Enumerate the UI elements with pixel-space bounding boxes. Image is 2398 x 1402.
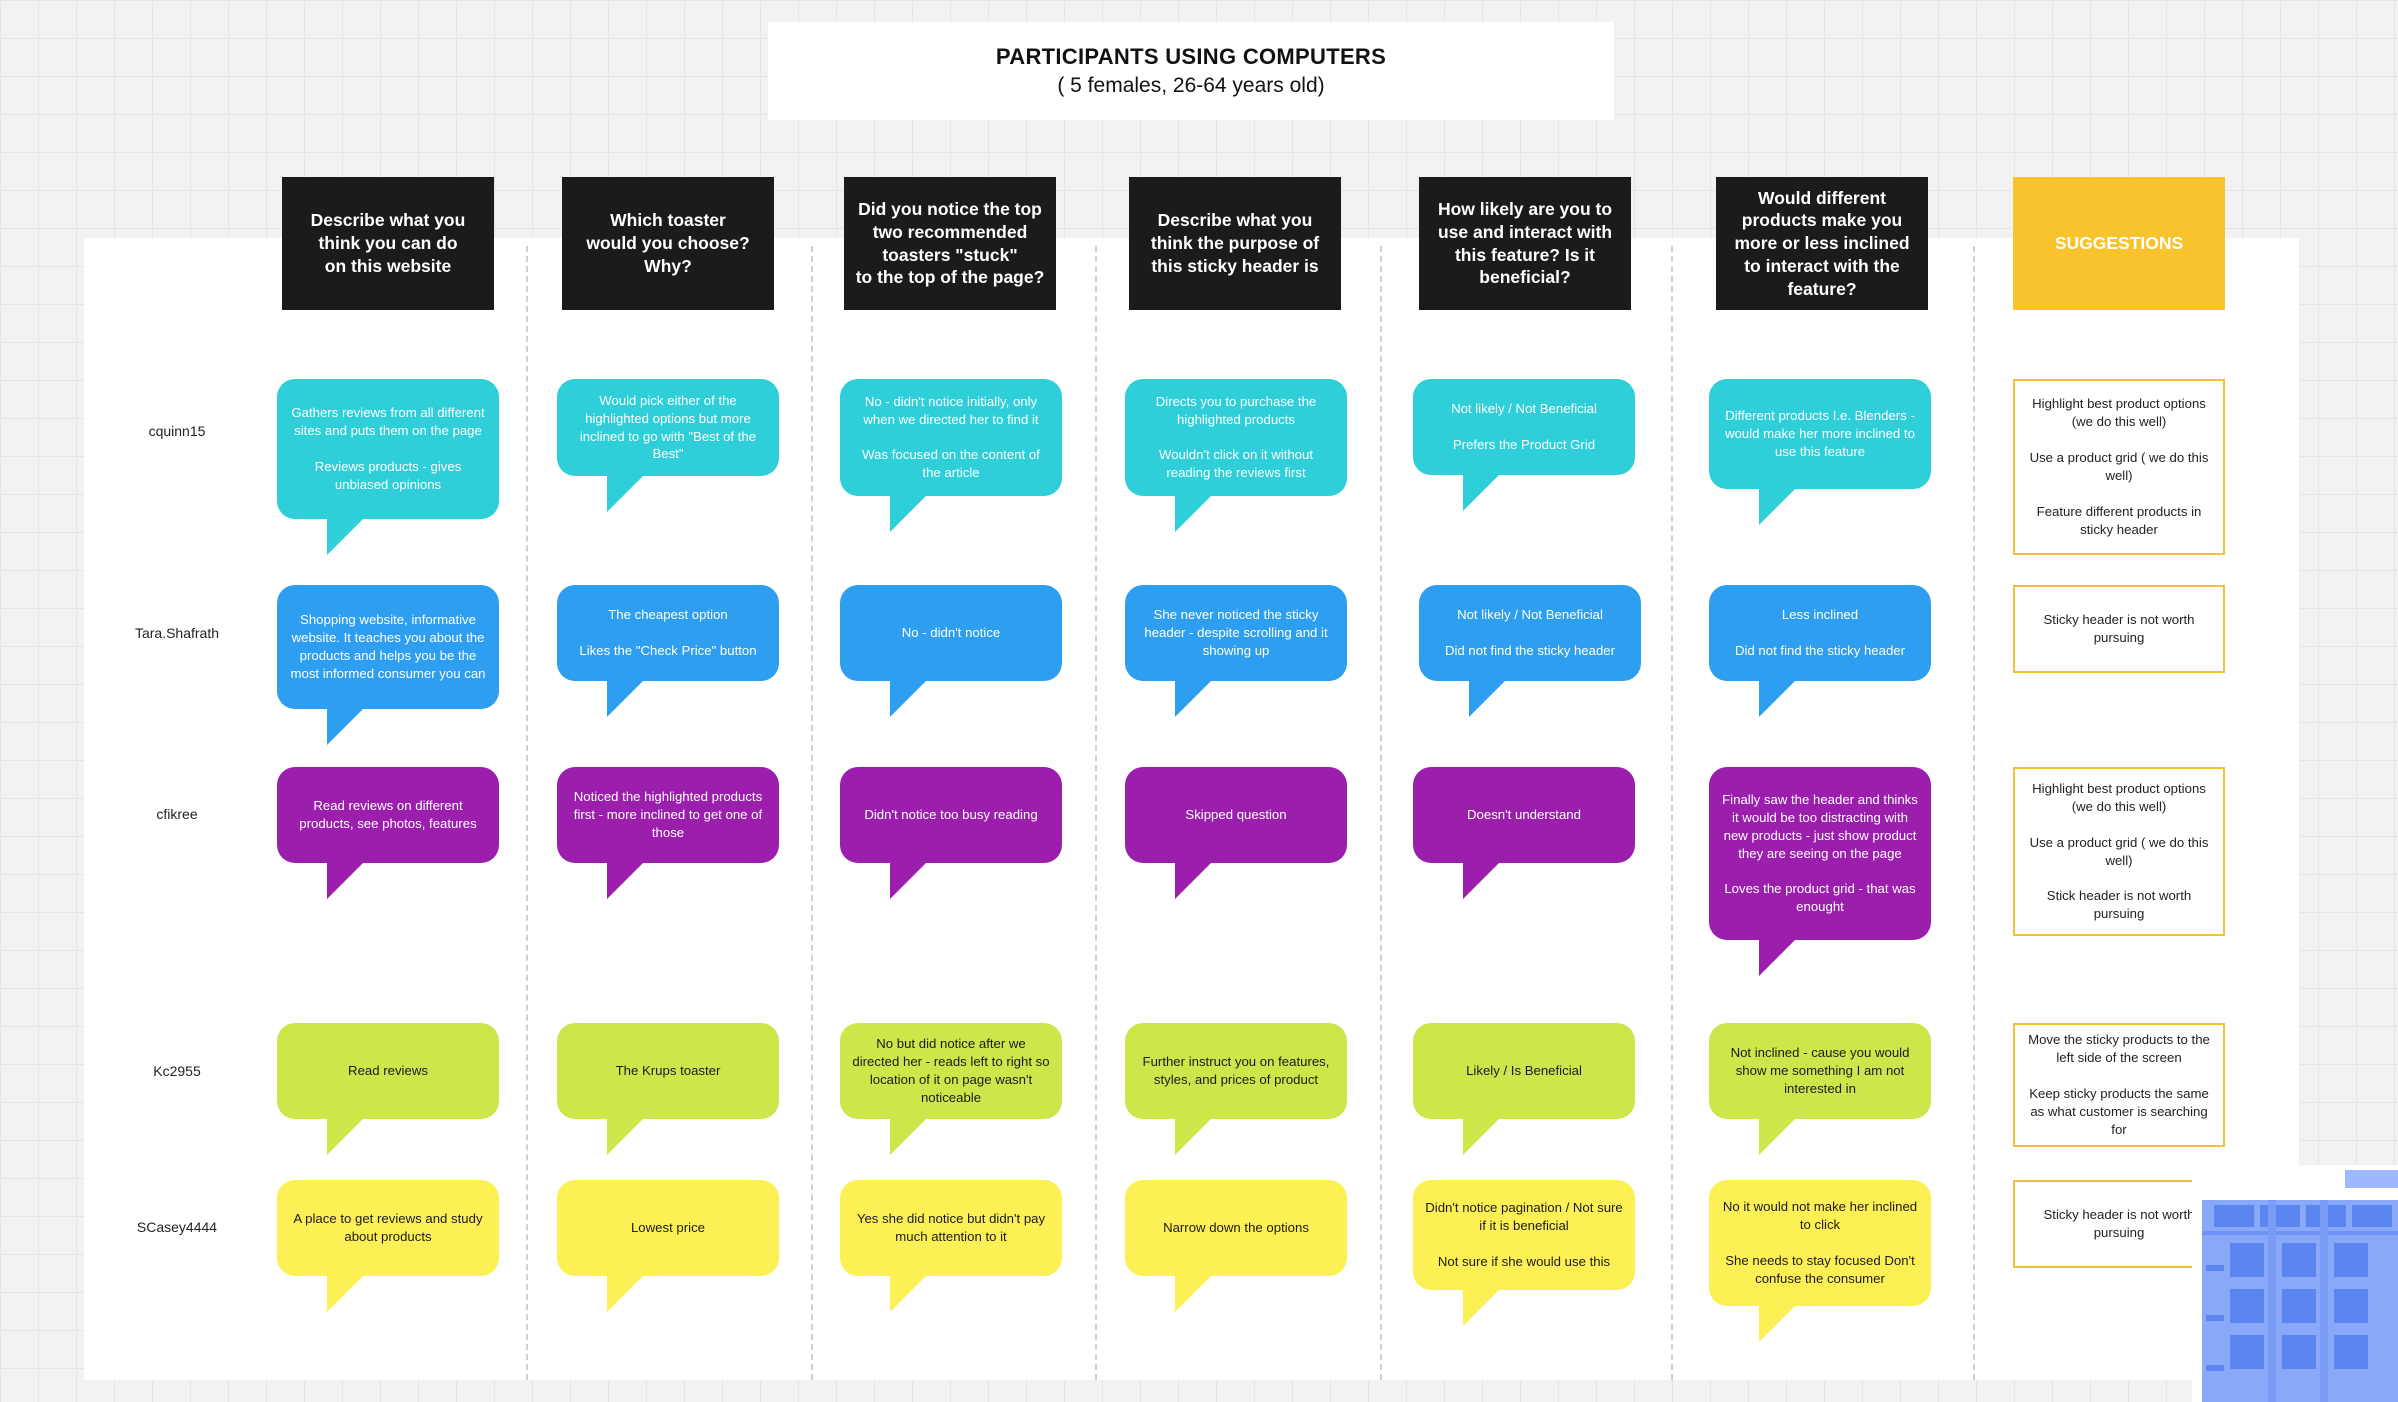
suggestion-note[interactable]: Highlight best product options (we do th… [2013,379,2225,555]
suggestion-note[interactable]: Sticky header is not worth pursuing [2013,585,2225,673]
column-divider [1973,246,1975,1380]
column-divider [526,246,528,1380]
participant-label: SCasey4444 [136,1219,218,1235]
question-header-describe-website[interactable]: Describe what you think you can do on th… [282,177,494,310]
response-bubble[interactable]: A place to get reviews and study about p… [277,1180,499,1312]
column-divider [1671,246,1673,1380]
response-bubble[interactable]: Finally saw the header and thinks it wou… [1709,767,1931,976]
response-bubble[interactable]: Yes she did notice but didn't pay much a… [840,1180,1062,1312]
response-bubble[interactable]: The Krups toaster [557,1023,779,1155]
response-bubble[interactable]: Gathers reviews from all different sites… [277,379,499,555]
response-bubble[interactable]: No - didn't notice initially, only when … [840,379,1062,532]
response-bubble[interactable]: Different products I.e. Blenders - would… [1709,379,1931,525]
suggestions-header[interactable]: SUGGESTIONS [2013,177,2225,310]
response-bubble[interactable]: Directs you to purchase the highlighted … [1125,379,1347,532]
column-divider [1380,246,1382,1380]
column-divider [1095,246,1097,1380]
response-bubble[interactable]: Would pick either of the highlighted opt… [557,379,779,512]
response-bubble[interactable]: The cheapest option Likes the "Check Pri… [557,585,779,717]
participant-label: cfikree [156,806,198,822]
suggestion-note[interactable]: Sticky header is not worth pursuing [2013,1180,2225,1268]
response-bubble[interactable]: No - didn't notice [840,585,1062,717]
response-bubble[interactable]: Not likely / Not Beneficial Prefers the … [1413,379,1635,511]
response-bubble[interactable]: Didn't notice too busy reading [840,767,1062,899]
response-bubble[interactable]: Read reviews on different products, see … [277,767,499,899]
response-bubble[interactable]: Likely / Is Beneficial [1413,1023,1635,1155]
response-bubble[interactable]: Not likely / Not Beneficial Did not find… [1419,585,1641,717]
question-header-likely-interact[interactable]: How likely are you to use and interact w… [1419,177,1631,310]
response-bubble[interactable]: Less inclined Did not find the sticky he… [1709,585,1931,717]
response-bubble[interactable]: Skipped question [1125,767,1347,899]
response-bubble[interactable]: Didn't notice pagination / Not sure if i… [1413,1180,1635,1326]
response-bubble[interactable]: Not inclined - cause you would show me s… [1709,1023,1931,1155]
question-header-which-toaster[interactable]: Which toaster would you choose? Why? [562,177,774,310]
response-bubble[interactable]: Lowest price [557,1180,779,1312]
board-subtitle: ( 5 females, 26-64 years old) [1057,74,1325,97]
response-bubble[interactable]: Noticed the highlighted products first -… [557,767,779,899]
participant-label: Kc2955 [153,1063,201,1079]
board-title: PARTICIPANTS USING COMPUTERS [995,44,1387,69]
building-illustration [2192,1165,2398,1402]
response-bubble[interactable]: Further instruct you on features, styles… [1125,1023,1347,1155]
response-bubble[interactable]: No it would not make her inclined to cli… [1709,1180,1931,1342]
question-header-sticky-purpose[interactable]: Describe what you think the purpose of t… [1129,177,1341,310]
response-bubble[interactable]: She never noticed the sticky header - de… [1125,585,1347,717]
suggestion-note[interactable]: Move the sticky products to the left sid… [2013,1023,2225,1147]
response-bubble[interactable]: Doesn't understand [1413,767,1635,899]
participant-label: Tara.Shafrath [134,625,220,641]
response-bubble[interactable]: No but did notice after we directed her … [840,1023,1062,1155]
column-divider [811,246,813,1380]
question-header-notice-stuck[interactable]: Did you notice the top two recommended t… [844,177,1056,310]
title-card[interactable]: PARTICIPANTS USING COMPUTERS ( 5 females… [768,22,1614,120]
response-bubble[interactable]: Read reviews [277,1023,499,1155]
question-header-different-products[interactable]: Would different products make you more o… [1716,177,1928,310]
participant-label: cquinn15 [148,423,206,439]
suggestion-note[interactable]: Highlight best product options (we do th… [2013,767,2225,936]
response-bubble[interactable]: Narrow down the options [1125,1180,1347,1312]
response-bubble[interactable]: Shopping website, informative website. I… [277,585,499,745]
